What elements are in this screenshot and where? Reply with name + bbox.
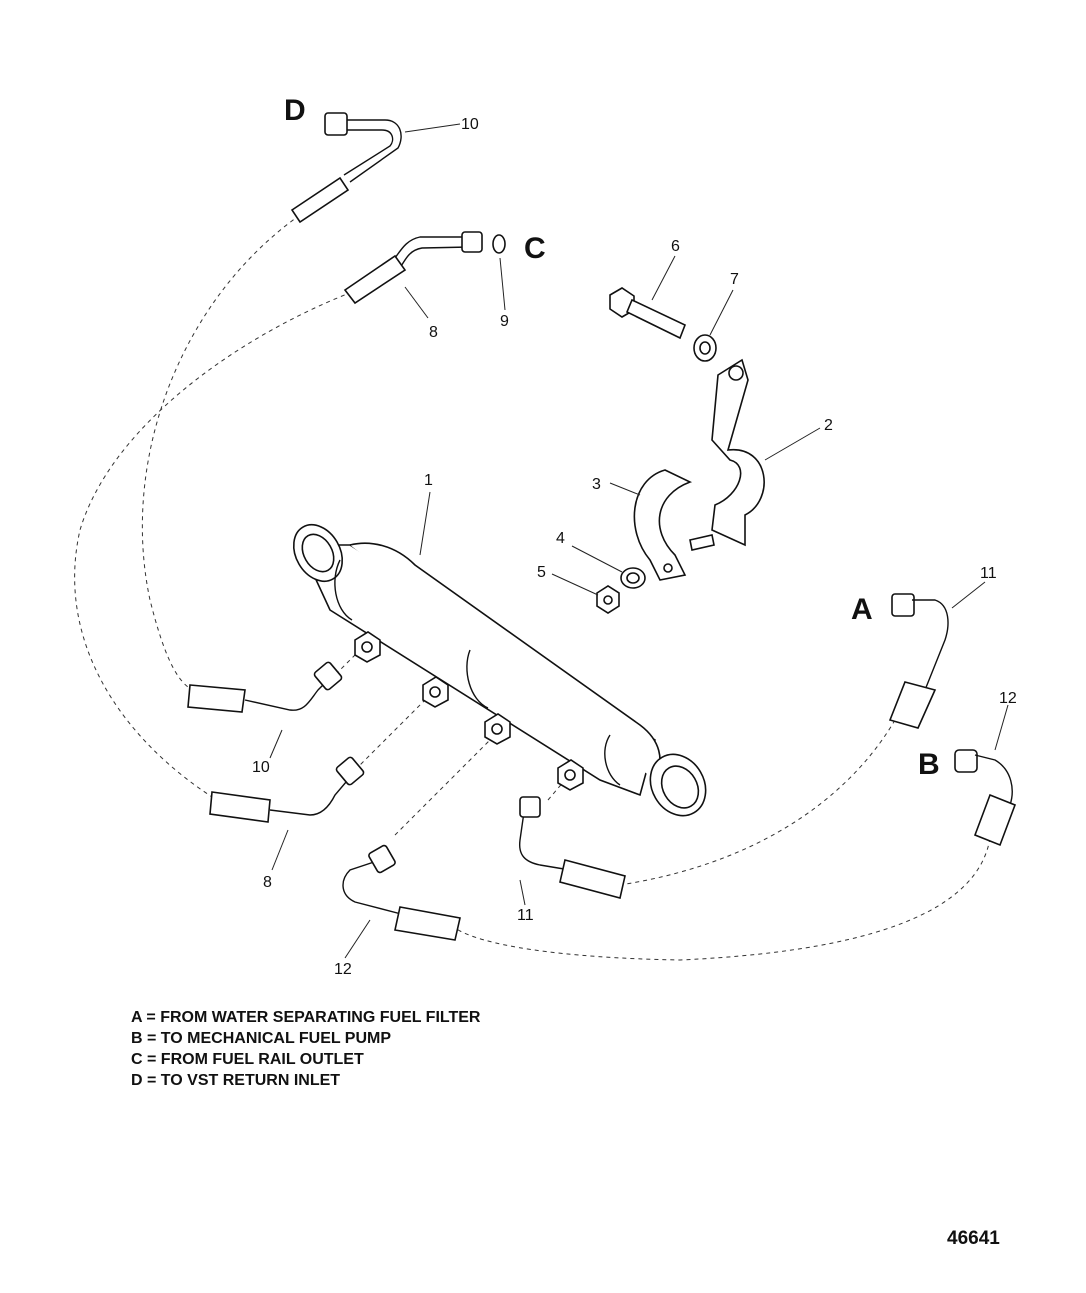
lockwasher	[693, 334, 717, 362]
letter-b: B	[918, 748, 940, 781]
callout-5: 5	[537, 564, 546, 581]
hose-route-10	[141, 214, 301, 693]
hose-route-8	[74, 291, 353, 803]
hose-10-upper	[290, 112, 402, 224]
callout-12-right: 12	[999, 690, 1017, 707]
callout-12-lower: 12	[334, 961, 352, 978]
hose-routes	[74, 214, 991, 961]
hose-route-12	[454, 837, 991, 961]
legend-c: C = FROM FUEL RAIL OUTLET	[131, 1051, 364, 1068]
callout-11-right: 11	[980, 565, 997, 582]
callout-4: 4	[556, 530, 565, 547]
callout-10-upper: 10	[461, 116, 479, 133]
hose-12	[342, 749, 1017, 941]
letter-c: C	[524, 232, 546, 265]
o-ring	[492, 234, 506, 254]
hose-8-lower	[209, 756, 365, 823]
callout-8-lower: 8	[263, 874, 272, 891]
fitting-axis-1	[329, 654, 356, 681]
nut	[596, 585, 620, 614]
hose-8-upper	[343, 231, 483, 305]
callout-8-upper: 8	[429, 324, 438, 341]
callout-3: 3	[592, 476, 601, 493]
mounting-bracket	[711, 358, 765, 547]
fitting-axis-3	[394, 739, 491, 836]
hose-11	[518, 593, 949, 899]
letter-d: D	[284, 94, 306, 127]
callout-11-lower: 11	[517, 907, 534, 924]
hose-10-lower	[187, 661, 343, 713]
bracket-stud	[689, 534, 715, 551]
screw	[609, 287, 687, 340]
legend-b: B = TO MECHANICAL FUEL PUMP	[131, 1030, 392, 1047]
legend-a: A = FROM WATER SEPARATING FUEL FILTER	[131, 1009, 481, 1026]
callout-6: 6	[671, 238, 680, 255]
callout-numbers: 1 2 3 4 5 6 7 8 8 9 10 10 11 11 12 12	[252, 116, 1017, 978]
fitting-axis-2	[354, 699, 426, 771]
callout-2: 2	[824, 417, 833, 434]
clamp	[633, 469, 693, 581]
letter-a: A	[851, 593, 873, 626]
callout-10-lower: 10	[252, 759, 270, 776]
figure-number: 46641	[947, 1228, 1000, 1249]
fuel-cooler-body	[292, 523, 707, 817]
callout-9: 9	[500, 313, 509, 330]
legend: A = FROM WATER SEPARATING FUEL FILTER B …	[131, 1007, 480, 1091]
connection-letters: A B C D	[284, 94, 940, 781]
legend-d: D = TO VST RETURN INLET	[131, 1072, 341, 1089]
washer	[620, 567, 646, 589]
callout-1: 1	[424, 472, 433, 489]
leader-lines	[269, 123, 1009, 959]
callout-7: 7	[730, 271, 739, 288]
